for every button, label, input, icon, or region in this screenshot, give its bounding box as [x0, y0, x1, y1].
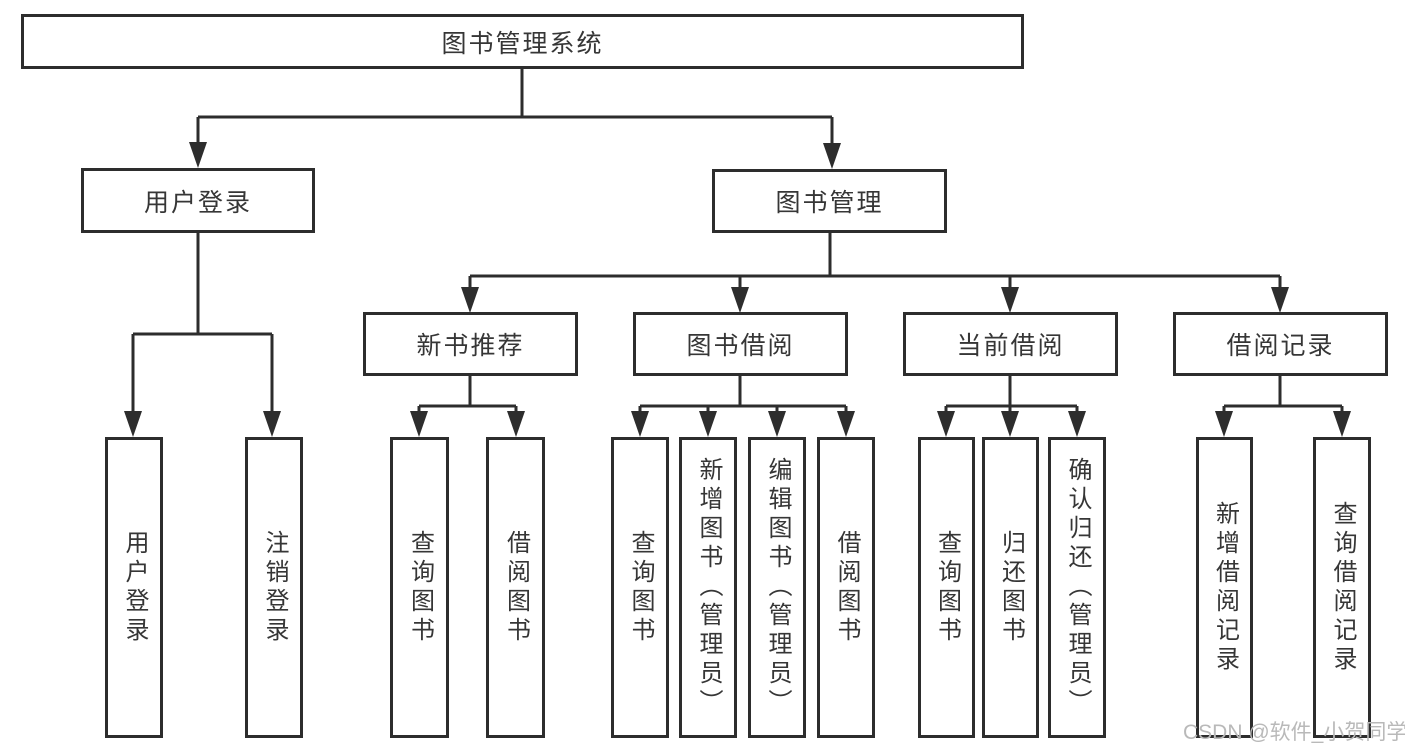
watermark: CSDN @软件_小贺同学 [1183, 721, 1405, 744]
leaf-cb-confirm-return-admin: 确认归还（管理员） [1048, 437, 1106, 738]
node-book-borrowing: 图书借阅 [633, 312, 848, 376]
leaf-cb-query-books: 查询图书 [918, 437, 975, 738]
node-current-borrowing: 当前借阅 [903, 312, 1118, 376]
node-book-management: 图书管理 [712, 169, 947, 233]
leaf-nb-query-books: 查询图书 [390, 437, 449, 738]
leaf-bb-query-books: 查询图书 [611, 437, 669, 738]
node-library-management-system: 图书管理系统 [21, 14, 1024, 69]
node-new-book-recommendation: 新书推荐 [363, 312, 578, 376]
leaf-user-login: 用户登录 [105, 437, 163, 738]
leaf-bb-edit-books-admin: 编辑图书（管理员） [748, 437, 806, 738]
leaf-br-query-record: 查询借阅记录 [1313, 437, 1371, 738]
node-borrowing-records: 借阅记录 [1173, 312, 1388, 376]
leaf-cb-return-books: 归还图书 [982, 437, 1039, 738]
leaf-br-add-record: 新增借阅记录 [1196, 437, 1253, 738]
leaf-bb-add-books-admin: 新增图书（管理员） [679, 437, 737, 738]
leaf-logout: 注销登录 [245, 437, 303, 738]
node-user-login: 用户登录 [81, 168, 315, 233]
leaf-bb-borrow-books: 借阅图书 [817, 437, 875, 738]
leaf-nb-borrow-books: 借阅图书 [486, 437, 545, 738]
